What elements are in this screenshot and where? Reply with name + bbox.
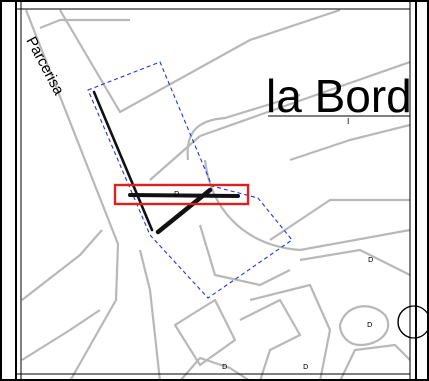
- block-lower-4: [249, 283, 332, 381]
- block-lower-5: [299, 248, 411, 276]
- highlight-box[interactable]: [113, 183, 250, 206]
- parcel-marker: D: [367, 321, 372, 329]
- drawn-line-horizontal[interactable]: [128, 193, 240, 198]
- right-margin: [410, 0, 429, 381]
- selection-outline[interactable]: [87, 61, 293, 299]
- block-mid-right: [289, 123, 411, 162]
- street-edge-left-1: [24, 9, 120, 381]
- block-bottom-left: [21, 309, 101, 361]
- block-lower-7: [339, 343, 411, 381]
- block-lower-3: [239, 298, 302, 381]
- road-center-lower-2: [198, 224, 291, 287]
- street-edge-left-2: [39, 18, 130, 30]
- parcel-marker: D: [368, 256, 373, 264]
- drawn-line-short-diagonal[interactable]: [155, 187, 213, 235]
- drawn-line-diagonal[interactable]: [92, 90, 154, 232]
- street-edge-top-2: [149, 60, 411, 181]
- street-edge-left-3: [21, 229, 103, 301]
- road-center-lower: [138, 249, 162, 381]
- small-mark-label: I: [347, 117, 349, 126]
- parcel-marker: D: [222, 363, 227, 371]
- block-lower-1: [173, 298, 237, 367]
- road-curve-right: [203, 159, 411, 252]
- parcel-marker: D: [303, 363, 308, 371]
- road-edge-right: [269, 198, 410, 241]
- block-lower-2: [179, 356, 251, 381]
- drawn-lines[interactable]: [92, 90, 240, 235]
- street-edge-top-3: [186, 93, 301, 161]
- street-edge-top-1: [59, 8, 341, 114]
- map-circle-feature-edge: [398, 306, 429, 338]
- place-label-la-bord: la Bord: [266, 70, 412, 122]
- block-lower-6: [338, 305, 390, 347]
- parcel-marker: D: [174, 190, 179, 198]
- building-outlines: [21, 8, 411, 381]
- street-label-parcerisa: Parcerisa: [22, 34, 67, 99]
